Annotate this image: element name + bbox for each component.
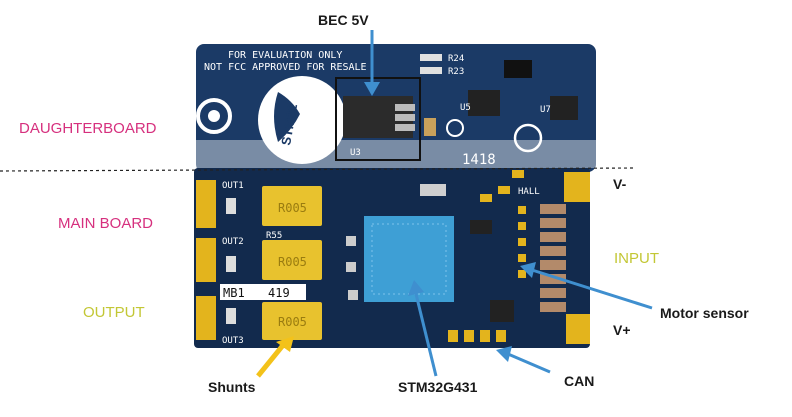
hall-pad-4: [518, 254, 526, 262]
eval-text-line2: NOT FCC APPROVED FOR RESALE: [204, 62, 367, 73]
out2-text: OUT2: [222, 237, 244, 247]
u7-text: U7: [540, 105, 551, 115]
resistor-r24: [420, 54, 442, 61]
bec-highlight-box: [335, 77, 421, 161]
no-symbol-icon: [446, 119, 464, 137]
input-pad-v-minus: [564, 172, 590, 202]
bec-label: BEC 5V: [318, 12, 369, 28]
resistor-r23: [420, 67, 442, 74]
output-pad-2: [196, 238, 216, 282]
output-pad-3: [196, 296, 216, 340]
motor-sensor-arrow: [531, 268, 653, 310]
shunts-label: Shunts: [208, 379, 256, 395]
v-plus-label: V+: [613, 322, 631, 338]
input-capacitors: [540, 204, 566, 312]
hall-pad-2: [518, 222, 526, 230]
out3-text: OUT3: [222, 336, 244, 346]
can-pad-3: [480, 330, 490, 342]
shunt-resistor-1: [262, 186, 322, 226]
u3-text: U3: [350, 148, 361, 158]
mcu-label: STM32G431: [398, 379, 478, 395]
output-label: OUTPUT: [83, 304, 145, 321]
can-arrowhead: [496, 346, 512, 362]
code-1418-text: 1418: [462, 152, 496, 168]
can-pad-2: [464, 330, 474, 342]
r24-text: R24: [448, 54, 464, 64]
ic-u5: [468, 90, 500, 116]
r23-text: R23: [448, 67, 464, 77]
bec-arrowhead: [364, 82, 380, 96]
u5-text: U5: [460, 103, 471, 113]
r55-text: R55: [266, 231, 282, 241]
shunts-arrowhead: [276, 336, 294, 352]
stm32-logo-text: STM32: [278, 103, 300, 147]
shunt-code-3: R005: [278, 315, 307, 329]
hall-text: HALL: [518, 187, 540, 197]
mb1-label-box: [220, 284, 306, 300]
mounting-hole-ring-small: [208, 110, 220, 122]
mcu-arrowhead: [408, 280, 424, 296]
power-symbol-icon: [513, 123, 543, 153]
mcu-chip: [364, 216, 454, 302]
can-pad-4: [496, 330, 506, 342]
shunt-resistor-3: [262, 302, 322, 340]
butterfly-icon: [274, 92, 300, 142]
can-label: CAN: [564, 373, 595, 389]
motor-sensor-label: Motor sensor: [660, 305, 749, 321]
shunts-arrow: [256, 342, 286, 378]
can-pad-1: [448, 330, 458, 342]
input-pad-v-plus: [566, 314, 590, 344]
shunt-code-1: R005: [278, 201, 307, 215]
hall-pad-3: [518, 238, 526, 246]
shunt-code-2: R005: [278, 255, 307, 269]
output-pad-1: [196, 180, 216, 228]
mb1-text: MB1: [223, 286, 245, 300]
can-arrow: [507, 352, 551, 374]
mounting-hole-ring: [196, 98, 232, 134]
shunt-resistor-2: [262, 240, 322, 280]
mb1-number-text: 419: [268, 286, 290, 300]
input-label: INPUT: [614, 250, 659, 267]
ic-u7: [550, 96, 578, 120]
hall-pad-1: [518, 206, 526, 214]
divider-dashed-line: [0, 167, 636, 172]
main-board-label: MAIN BOARD: [58, 215, 154, 232]
daughterboard-edge: [196, 140, 596, 168]
out1-text: OUT1: [222, 181, 244, 191]
motor-sensor-arrowhead: [520, 262, 536, 278]
mcu-arrow: [414, 293, 438, 377]
hall-pad-5: [518, 270, 526, 278]
daughterboard-label: DAUGHTERBOARD: [19, 120, 157, 137]
v-minus-label: V-: [613, 176, 627, 192]
eval-text-line1: FOR EVALUATION ONLY: [228, 50, 342, 61]
stm32-logo-disc: [258, 76, 346, 164]
